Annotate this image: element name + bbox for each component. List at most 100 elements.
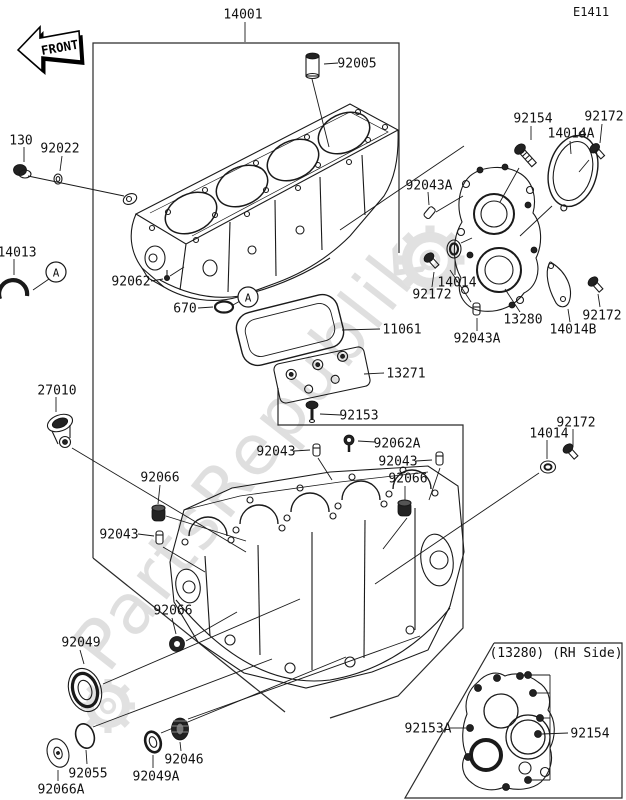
leader-line (27, 175, 125, 197)
part-label-92172-mid: 92172 (412, 288, 451, 303)
screw-92172-top-icon (589, 143, 606, 160)
leader-line (179, 741, 182, 752)
leader-line (435, 195, 464, 213)
upper-crankcase-drawing (122, 103, 400, 301)
dowel-92043A-upper-icon (423, 206, 436, 220)
part-label-14014A: 14014A (548, 127, 595, 142)
leader-line (363, 372, 385, 375)
plug-92066-low-icon (169, 636, 185, 652)
leader-line (317, 457, 333, 481)
dowel-92043-top-icon (312, 443, 321, 457)
detail-marker-a-2: A (237, 286, 259, 308)
part-label-92153: 92153 (339, 409, 378, 424)
leader-line (599, 123, 603, 144)
leader-line (59, 155, 63, 172)
leader-line (319, 413, 342, 416)
leader-line (578, 159, 590, 173)
leader-line (165, 515, 247, 542)
pin-92062-icon (163, 270, 170, 281)
leader-line (504, 288, 521, 313)
detail-marker-a-1: A (45, 261, 67, 283)
leader-line (431, 271, 435, 288)
part-label-92043A-lower: 92043A (454, 332, 501, 347)
part-label-92172-low: 92172 (556, 416, 595, 431)
cap-92066A-icon (46, 738, 70, 768)
leader-line (449, 269, 472, 303)
plug-92066-right-icon (397, 499, 412, 517)
leader-line (415, 459, 433, 462)
part-label-14001: 14001 (223, 8, 262, 23)
cover-gasket-drawing (547, 130, 599, 212)
part-label-92066-left: 92066 (140, 471, 179, 486)
part-label-14013: 14013 (0, 246, 37, 261)
part-label-14014-low: 14014 (529, 427, 568, 442)
leader-line (32, 278, 50, 291)
leader-line (197, 306, 214, 309)
part-label-92153A: 92153A (405, 722, 452, 737)
part-label-92172-top: 92172 (584, 110, 623, 125)
part-label-92172-right: 92172 (582, 309, 621, 324)
inset-title: (13280) (RH Side) (489, 646, 622, 661)
inset-cover-drawing (462, 671, 555, 791)
leader-line (597, 293, 601, 308)
leader-line (187, 635, 421, 720)
dowel-92043-mid-icon (435, 451, 444, 466)
leader-line (427, 191, 430, 206)
part-label-27010: 27010 (37, 384, 76, 399)
part-label-92043A-upper: 92043A (406, 179, 453, 194)
bolt-92153-icon (305, 400, 319, 424)
leader-line (382, 517, 408, 550)
oil-seal-14014-mid-icon (446, 239, 462, 259)
leader-line (374, 472, 540, 585)
leader-line (85, 749, 88, 765)
leader-line (339, 145, 465, 231)
part-label-92066-low: 92066 (153, 604, 192, 619)
half-ring-14013-icon (0, 278, 30, 299)
front-arrow-icon: FRONT (16, 25, 85, 75)
leader-line (157, 484, 161, 505)
part-label-14014B: 14014B (550, 323, 597, 338)
part-label-11061: 11061 (382, 323, 421, 338)
washer-92022-icon (53, 173, 63, 185)
part-label-92154-top: 92154 (513, 112, 552, 127)
leader-line (92, 658, 273, 728)
switch-27010-icon (46, 413, 74, 449)
leader-line (137, 533, 155, 537)
box-corner-diagonal (92, 557, 286, 713)
plug-92066-left-icon (151, 504, 166, 522)
leader-line (293, 449, 311, 452)
leader-line (323, 62, 339, 65)
part-label-92043-left: 92043 (99, 528, 138, 543)
part-label-92049: 92049 (61, 636, 100, 651)
part-label-670: 670 (173, 302, 196, 317)
leader-line (519, 205, 553, 237)
leader-line (162, 546, 206, 573)
leader-line (311, 78, 330, 148)
inset-bolt-dots (464, 671, 544, 791)
upper-crankcase-box (92, 42, 400, 558)
inset-box (403, 642, 623, 799)
deck-bolt-holes (148, 108, 389, 244)
part-label-92022: 92022 (40, 142, 79, 157)
breather-plate-drawing (273, 346, 371, 404)
screw-92172-mid-icon (423, 252, 440, 269)
part-label-92066-right: 92066 (388, 472, 427, 487)
cylinder-bores (164, 111, 371, 235)
part-label-13271: 13271 (386, 367, 425, 382)
leader-line (160, 656, 347, 734)
leader-line (171, 617, 177, 635)
screw-92172-right-icon (587, 276, 604, 293)
part-label-92055: 92055 (68, 767, 107, 782)
main-bearing-saddles (188, 469, 432, 537)
leader-line (79, 649, 85, 665)
part-label-92062: 92062 (111, 275, 150, 290)
leader-line (341, 328, 381, 331)
stud-92005-icon (305, 52, 320, 80)
part-label-92049A: 92049A (133, 770, 180, 785)
lower-crankcase-drawing (169, 465, 465, 689)
part-label-92046: 92046 (164, 753, 203, 768)
part-label-130: 130 (9, 134, 32, 149)
